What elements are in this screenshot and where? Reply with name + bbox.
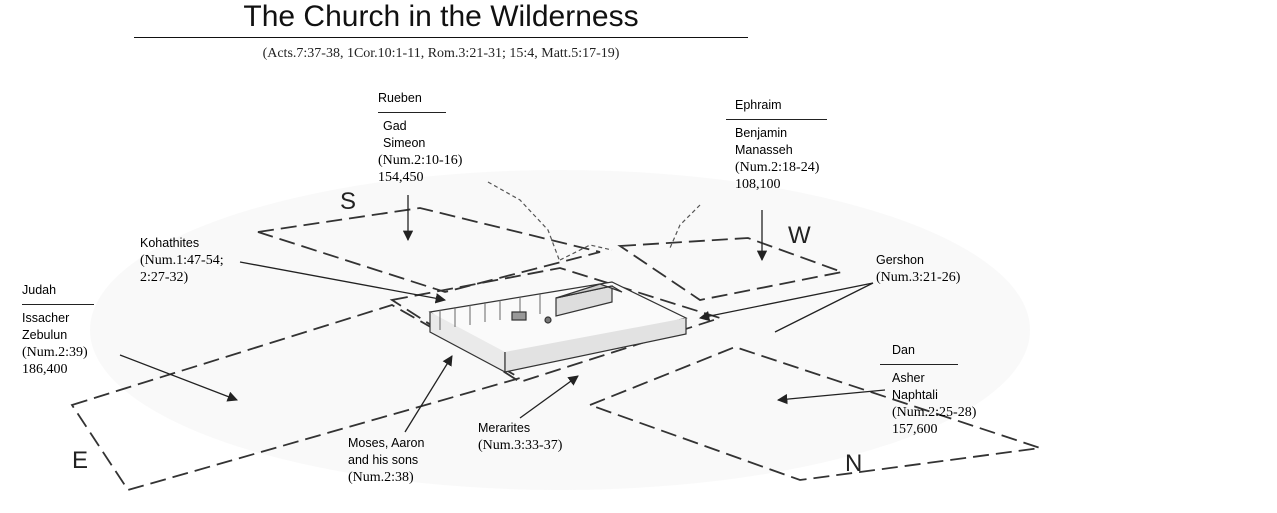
west-camp-leader: Ephraim	[735, 98, 782, 112]
compass-south: S	[340, 188, 357, 215]
merarites-label: Merarites (Num.3:33-37)	[478, 420, 562, 454]
south-camp-label: Rueben Gad Simeon (Num.2:10-16) 154,450	[378, 90, 462, 186]
kohathites-arrow	[239, 261, 447, 304]
gershon-line-tail	[774, 282, 874, 333]
south-camp-tribe-1: Gad	[383, 119, 407, 133]
west-camp-ref: (Num.2:18-24)	[735, 160, 820, 175]
south-camp-count: 154,450	[378, 170, 424, 185]
east-camp-tribe-2: Zebulun	[22, 328, 68, 342]
compass-north: N	[845, 450, 863, 477]
moses-arrow	[404, 355, 453, 433]
east-camp-outline	[70, 304, 523, 492]
north-camp-leader: Dan	[892, 343, 915, 357]
gershon-label: Gershon (Num.3:21-26)	[876, 252, 960, 286]
laver	[544, 316, 552, 324]
west-camp-count: 108,100	[735, 177, 781, 192]
terrain-lines	[487, 181, 701, 263]
east-camp-label: Judah Issacher Zebulun (Num.2:39) 186,40…	[22, 282, 94, 378]
kohathites-label: Kohathites (Num.1:47-54; 2:27-32)	[140, 235, 224, 286]
south-camp-tribe-2: Simeon	[383, 136, 426, 150]
east-camp-leader: Judah	[22, 283, 57, 297]
gershon-arrow	[698, 282, 874, 322]
gershon-name: Gershon	[876, 253, 924, 267]
page-title: The Church in the Wilderness	[243, 0, 639, 33]
north-camp-tribe-1: Asher	[892, 371, 925, 385]
compass-east: E	[72, 447, 89, 474]
north-camp-outline	[587, 346, 1041, 481]
merarites-name: Merarites	[478, 421, 531, 435]
kohathites-ref-1: (Num.1:47-54;	[140, 253, 224, 268]
east-camp-ref: (Num.2:39)	[22, 345, 88, 360]
west-camp-label: Ephraim Benjamin Manasseh (Num.2:18-24) …	[726, 97, 827, 193]
south-camp-outline	[257, 207, 601, 293]
north-camp-count: 157,600	[892, 422, 938, 437]
west-camp-tribe-2: Manasseh	[735, 143, 793, 157]
title-underline	[134, 37, 748, 38]
tabernacle	[428, 281, 688, 373]
south-camp-leader: Rueben	[378, 91, 422, 105]
scripture-references: (Acts.7:37-38, 1Cor.10:1-11, Rom.3:21-31…	[262, 46, 620, 61]
kohathites-ref-2: 2:27-32)	[140, 270, 189, 285]
south-camp-ref: (Num.2:10-16)	[378, 153, 463, 168]
merarites-arrow	[519, 375, 579, 419]
east-camp-tribe-1: Issacher	[22, 311, 70, 325]
moses-aaron-line-1: Moses, Aaron	[348, 436, 425, 450]
north-camp-ref: (Num.2:25-28)	[892, 405, 977, 420]
compass-west: W	[788, 222, 811, 249]
merarites-ref: (Num.3:33-37)	[478, 438, 563, 453]
west-camp-tribe-1: Benjamin	[735, 126, 788, 140]
west-camp-outline	[617, 237, 846, 301]
moses-aaron-label: Moses, Aaron and his sons (Num.2:38)	[348, 435, 424, 486]
gershon-ref: (Num.3:21-26)	[876, 270, 961, 285]
north-camp-label: Dan Asher Naphtali (Num.2:25-28) 157,600	[880, 342, 976, 438]
north-camp-tribe-2: Naphtali	[892, 388, 938, 402]
moses-aaron-line-2: and his sons	[348, 453, 419, 467]
north-arrow	[776, 389, 886, 405]
east-arrow	[119, 354, 238, 402]
kohathites-name: Kohathites	[140, 236, 200, 250]
moses-aaron-ref: (Num.2:38)	[348, 470, 414, 485]
tabernacle-court-wall-front	[504, 318, 687, 373]
holy-place-roof	[555, 283, 623, 299]
altar	[511, 311, 527, 321]
east-camp-count: 186,400	[22, 362, 68, 377]
